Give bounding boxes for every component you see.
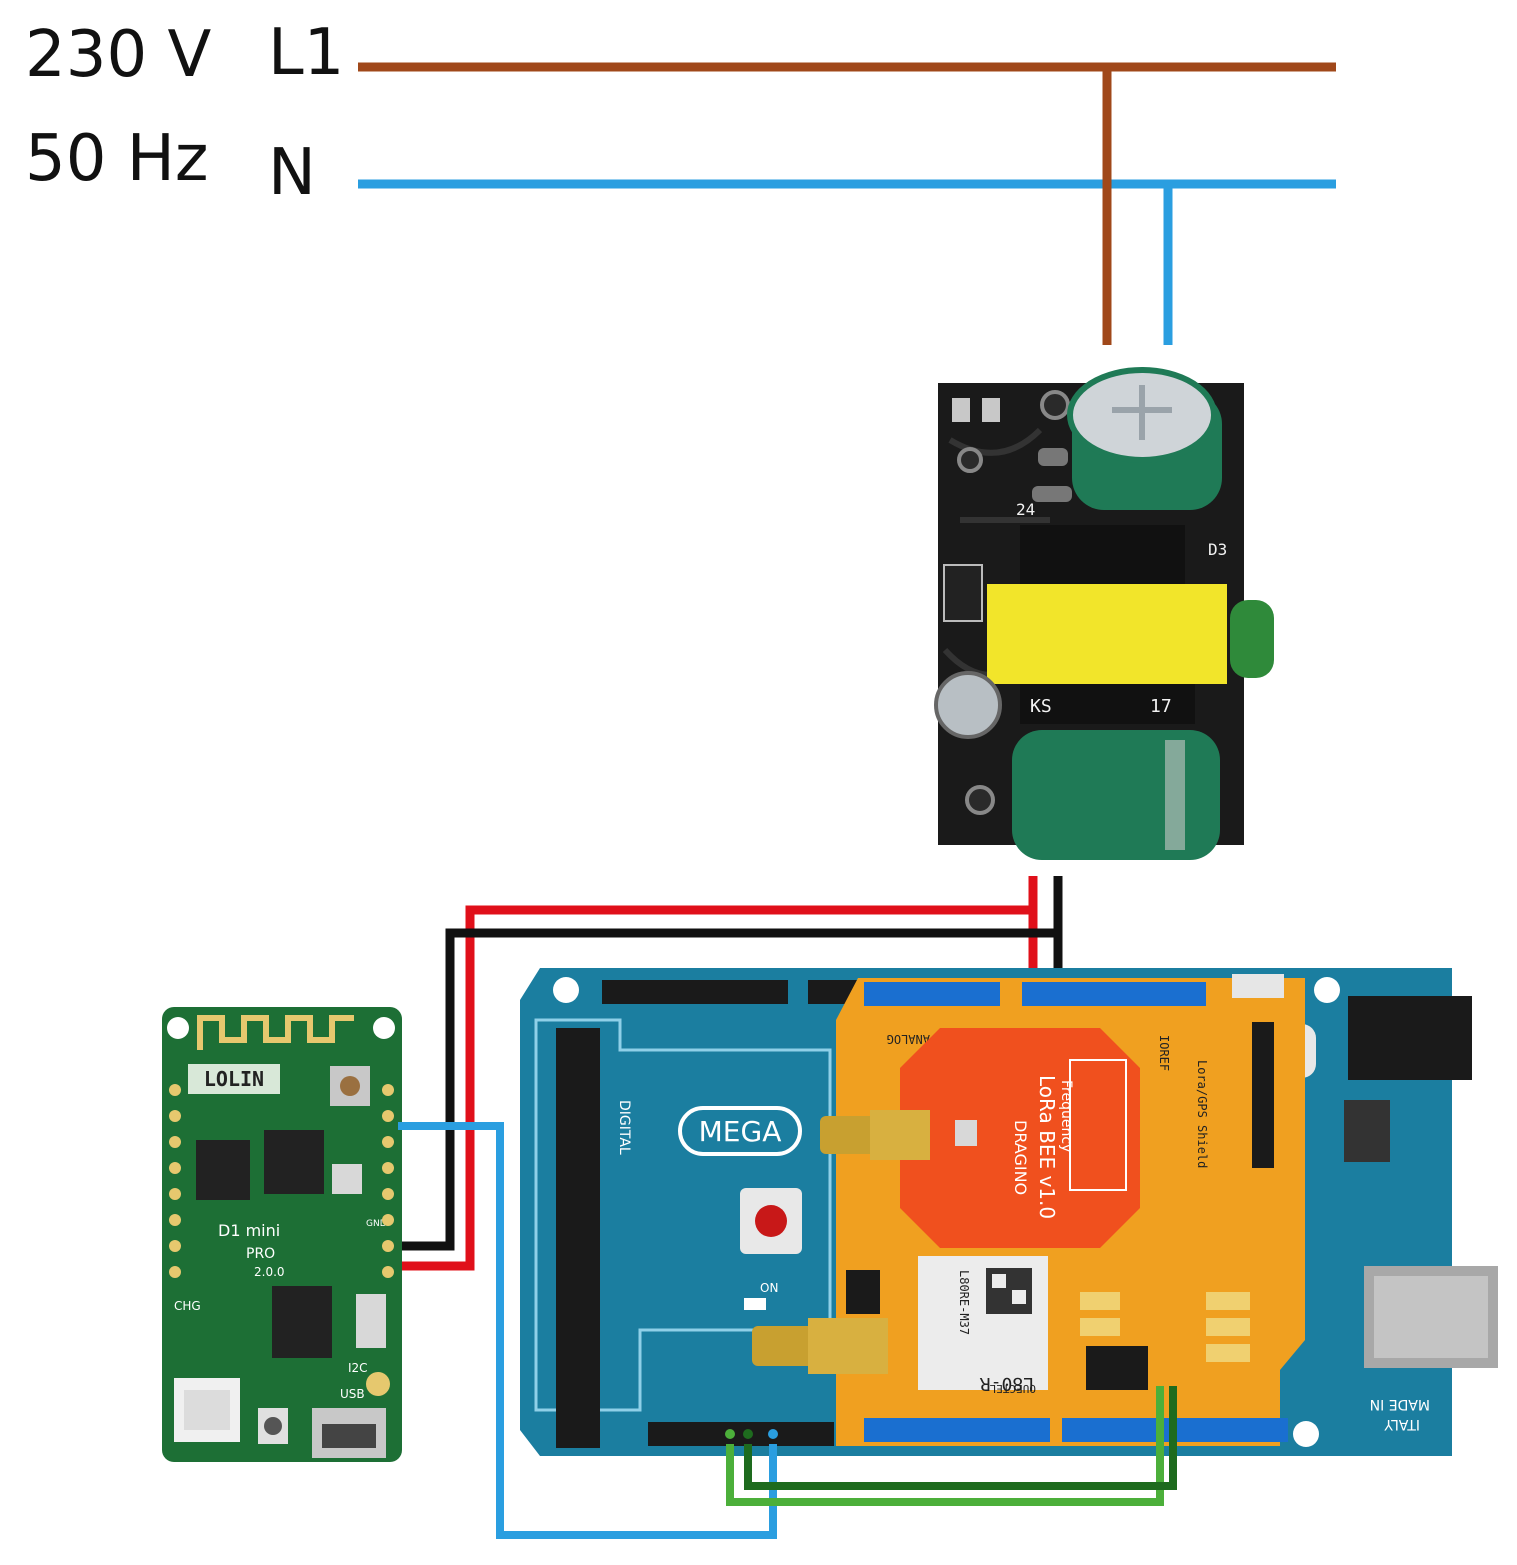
lora-gps-shield: ANALOG IOREF Lora/GPS Shield LoRa BEE v1… xyxy=(752,974,1305,1446)
wemos-logo: LOLIN xyxy=(204,1067,264,1091)
usb-label: USB xyxy=(340,1387,365,1401)
power-module: KS 17 D3 24 xyxy=(934,367,1274,860)
power-red-wire xyxy=(398,876,1038,1271)
mega-logo: MEGA xyxy=(699,1115,782,1148)
neutral-label: N xyxy=(268,136,316,210)
wemos-version: 2.0.0 xyxy=(254,1265,285,1279)
psu-marking: D3 xyxy=(1208,540,1227,559)
gps-code: L80RE-M37 xyxy=(957,1270,971,1335)
wemos-d1-mini-pro: LOLIN D1 mini PRO 2.0.0 CHG I2C USB GND xyxy=(162,1007,402,1462)
gnd-label: GND xyxy=(366,1219,387,1229)
line-label: L1 xyxy=(268,16,344,90)
green-light-wire xyxy=(726,1386,1164,1506)
gps-module-name: L80-R xyxy=(980,1373,1034,1394)
analog-label: ANALOG xyxy=(887,1032,930,1046)
power-black-wire xyxy=(398,876,1063,1251)
frequency-label: 50 Hz xyxy=(25,122,209,196)
wemos-model: D1 mini xyxy=(218,1221,280,1240)
lora-brand: DRAGINO xyxy=(1011,1120,1030,1195)
psu-marking: 24 xyxy=(1016,500,1035,519)
frequency-label: Frequency xyxy=(1058,1080,1074,1152)
chg-label: CHG xyxy=(174,1299,201,1313)
ioref-label: IOREF xyxy=(1157,1035,1171,1071)
psu-marking: KS xyxy=(1030,696,1052,717)
green-dark-wire xyxy=(744,1386,1177,1490)
shield-name: Lora/GPS Shield xyxy=(1195,1060,1209,1168)
digital-label: DIGITAL xyxy=(616,1100,632,1155)
gps-brand: QUECTEL xyxy=(989,1382,1036,1395)
made-in-line-1: MADE IN xyxy=(1370,1396,1430,1412)
mega-bottom-header xyxy=(648,1422,834,1444)
i2c-label: I2C xyxy=(348,1361,368,1375)
lora-module-name: LoRa BEE v1.0 xyxy=(1035,1075,1059,1219)
on-label: ON xyxy=(760,1281,778,1295)
psu-marking: 17 xyxy=(1150,696,1172,717)
made-in-line-2: ITALY xyxy=(1384,1416,1420,1432)
wemos-variant: PRO xyxy=(246,1246,275,1262)
voltage-label: 230 V xyxy=(25,18,212,92)
